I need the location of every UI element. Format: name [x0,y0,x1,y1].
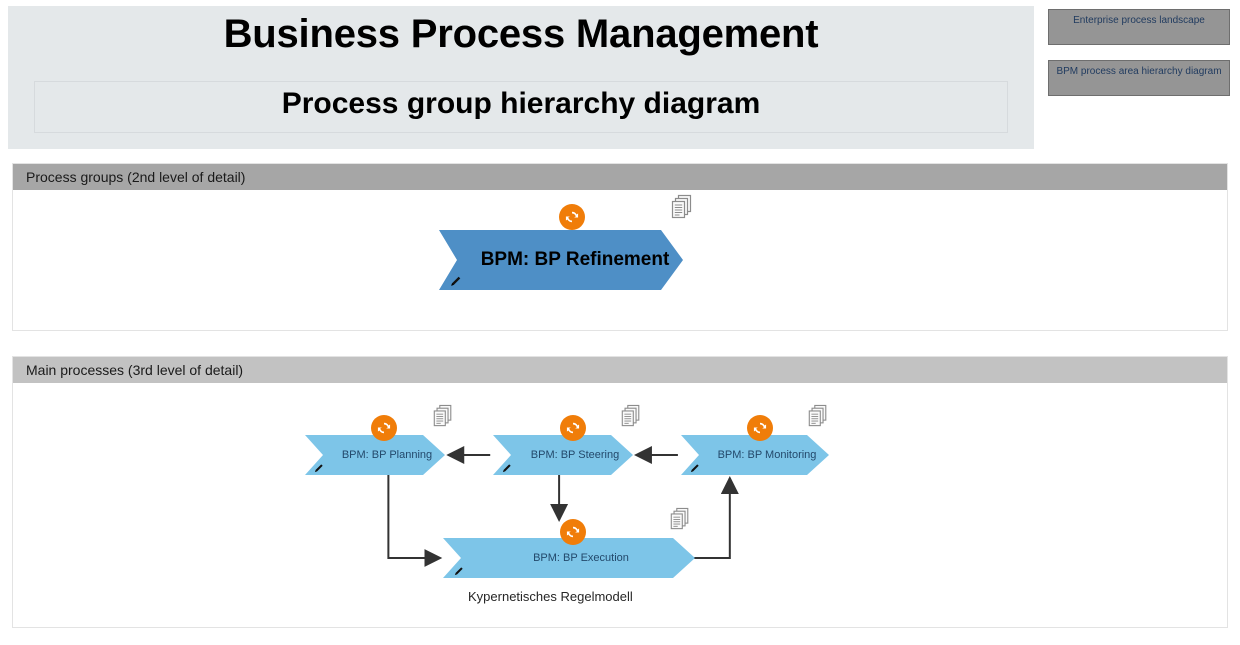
section-body-main-processes: BPM: BP Planning [13,383,1227,627]
pencil-icon[interactable] [453,565,465,577]
pencil-icon[interactable] [313,462,325,474]
refresh-icon[interactable] [747,415,773,441]
process-node-shape [681,435,829,475]
process-node-shape [443,538,695,578]
documents-icon[interactable] [432,404,454,428]
process-node-bpm-bp-steering[interactable]: BPM: BP Steering [493,435,633,475]
diagram-caption: Kypernetisches Regelmodell [468,589,633,604]
process-node-shape [305,435,445,475]
section-header-process-groups: Process groups (2nd level of detail) [13,164,1227,190]
documents-icon[interactable] [669,507,691,531]
pencil-icon[interactable] [449,274,463,288]
section-header-main-processes: Main processes (3rd level of detail) [13,357,1227,383]
connector-planning-to-execution [387,475,443,567]
refresh-icon[interactable] [560,415,586,441]
pencil-icon[interactable] [501,462,513,474]
refresh-icon[interactable] [559,204,585,230]
process-node-bpm-bp-refinement[interactable]: BPM: BP Refinement [439,230,683,290]
documents-icon[interactable] [807,404,829,428]
process-node-shape [439,230,683,290]
documents-icon[interactable] [620,404,642,428]
process-node-bpm-bp-monitoring[interactable]: BPM: BP Monitoring [681,435,829,475]
nav-button-bpm-process-area-hierarchy-diagram[interactable]: BPM process area hierarchy diagram [1048,60,1230,96]
section-process-groups: Process groups (2nd level of detail) BPM… [12,163,1228,331]
page-title: Business Process Management [223,12,819,56]
section-body-process-groups: BPM: BP Refinement [13,190,1227,330]
process-node-shape [493,435,633,475]
refresh-icon[interactable] [560,519,586,545]
subtitle-box: Process group hierarchy diagram [34,81,1008,133]
nav-button-enterprise-process-landscape[interactable]: Enterprise process landscape [1048,9,1230,45]
documents-icon[interactable] [670,194,694,220]
process-node-bpm-bp-planning[interactable]: BPM: BP Planning [305,435,445,475]
page-subtitle: Process group hierarchy diagram [281,87,761,120]
header-panel: Business Process Management Process grou… [8,6,1034,149]
section-main-processes: Main processes (3rd level of detail) [12,356,1228,628]
pencil-icon[interactable] [689,462,701,474]
refresh-icon[interactable] [371,415,397,441]
